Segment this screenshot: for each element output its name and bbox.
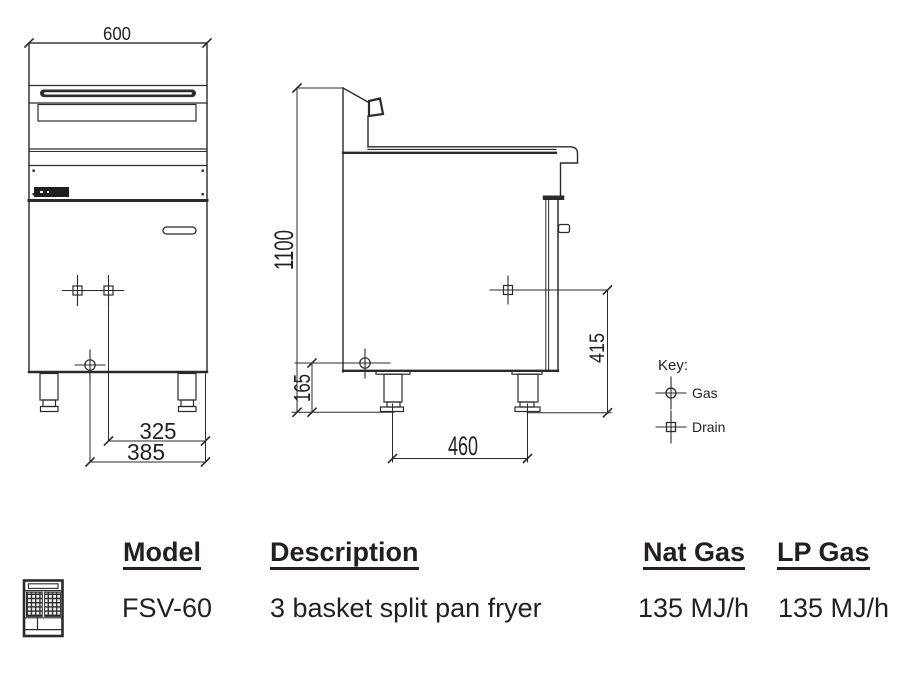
flue-deflector	[367, 97, 385, 118]
drain-symbol-key	[655, 410, 687, 444]
basket-left	[26, 591, 43, 617]
gas-height-dim-label: 165	[289, 374, 315, 402]
key-title: Key:	[658, 357, 688, 374]
description-value: 3 basket split pan fryer	[270, 593, 542, 623]
door-handle	[162, 226, 197, 235]
drain-symbol	[489, 275, 608, 305]
front-view	[27, 42, 209, 413]
control-badge	[34, 187, 69, 197]
gas-symbol	[294, 348, 391, 379]
drain-symbol	[92, 274, 125, 307]
leg-spacing-dim-label: 460	[448, 431, 478, 461]
front-legs	[39, 372, 197, 413]
key-gas-label: Gas	[692, 385, 718, 401]
drain-height-dim-label: 415	[586, 333, 609, 363]
side-legs	[375, 370, 543, 413]
model-value: FSV-60	[122, 593, 213, 623]
recessed-panel	[37, 103, 197, 122]
side-view	[291, 87, 612, 414]
side-dimensions: 1100 165 415 460	[269, 82, 613, 464]
column-header-model: Model	[123, 539, 201, 570]
side-knob	[557, 223, 571, 234]
basket-right	[44, 591, 61, 617]
drain-symbol	[61, 274, 94, 307]
gas-symbol	[74, 349, 106, 381]
gas-symbol-key	[655, 376, 687, 410]
front-width-dim-label: 600	[103, 24, 131, 44]
drain-offset-dim-label: 325	[140, 418, 177, 444]
side-height-dim-label: 1100	[269, 230, 299, 270]
lp-gas-value: 135 MJ/h	[778, 593, 890, 623]
column-header-description: Description	[270, 539, 419, 570]
key-drain-label: Drain	[692, 419, 725, 435]
nat-gas-value: 135 MJ/h	[638, 593, 750, 623]
key-legend: Key: Gas Drain	[655, 357, 725, 444]
column-header-lp-gas: LP Gas	[777, 539, 870, 570]
gas-offset-dim-label: 385	[127, 439, 165, 465]
column-header-nat-gas: Nat Gas	[643, 539, 746, 570]
front-dimensions: 600 325 385	[23, 24, 213, 468]
fryer-icon	[22, 579, 64, 638]
